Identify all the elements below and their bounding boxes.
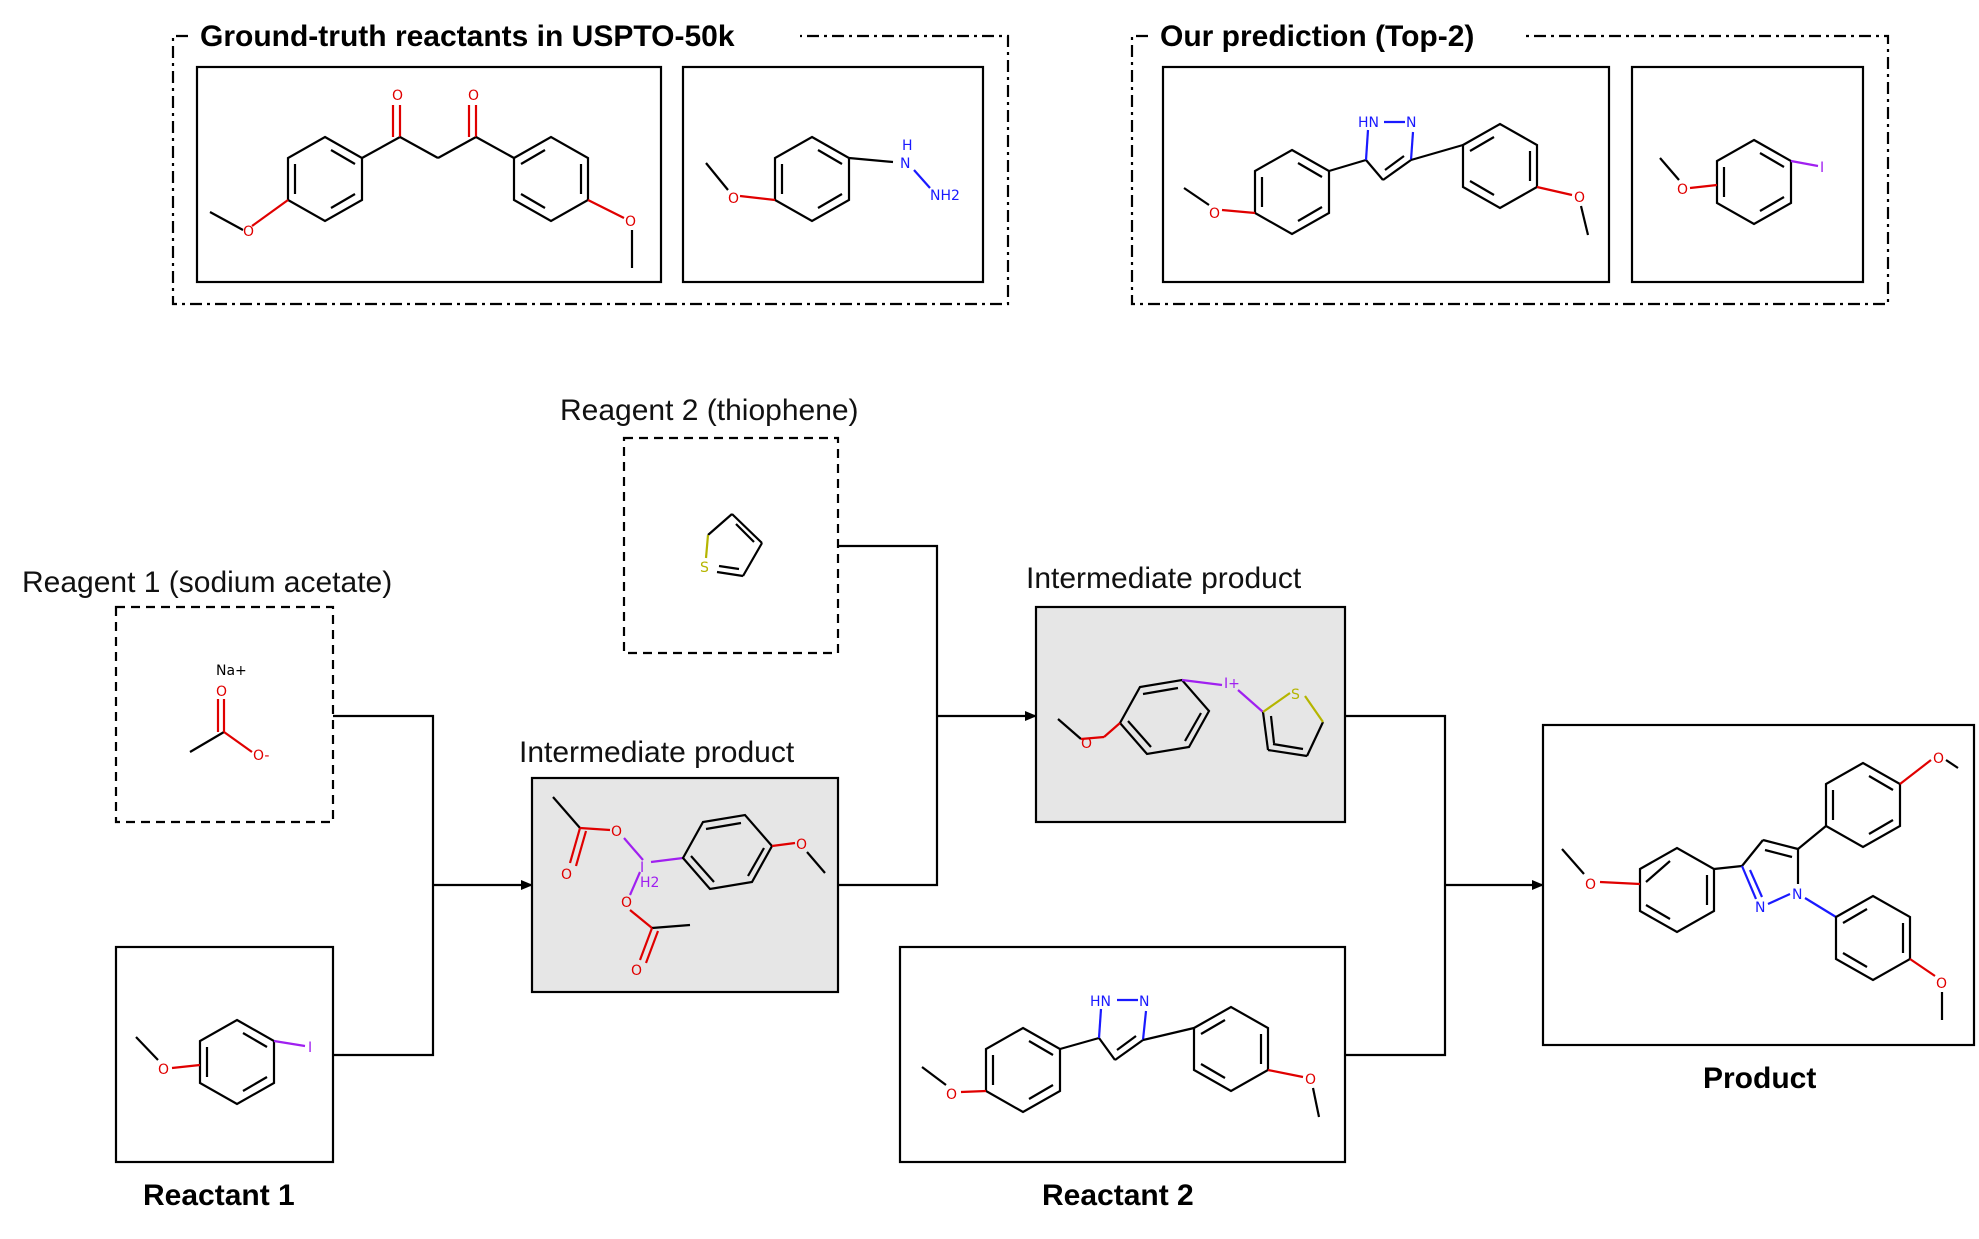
prediction-group: Our prediction (Top-2) O HN N: [1130, 20, 1890, 306]
product-triaryl-pyrazole-molecule: O N N O O: [1541, 723, 1976, 1047]
nitrogen-label: N: [900, 156, 910, 172]
oxygen-label: O: [158, 1062, 169, 1078]
oxygen-label: O: [796, 837, 807, 853]
iodine-label: I: [640, 860, 644, 876]
iodine-label: I: [308, 1040, 312, 1056]
connector-step3: [1345, 714, 1544, 1057]
sodium-label: Na+: [216, 663, 247, 679]
oxygen-label: O: [1585, 877, 1596, 893]
reagent1-sodium-acetate: Na+ O O-: [114, 605, 335, 824]
gt-hydrazine-molecule: O H N NH2: [681, 65, 985, 284]
oxygen-label: O: [1677, 182, 1688, 198]
nitrogen-label: N: [1755, 900, 1765, 916]
product-label: Product: [1703, 1062, 1816, 1095]
intermediate1-label: Intermediate product: [519, 736, 795, 769]
oxygen-label: O: [728, 191, 739, 207]
sulfur-label: S: [700, 560, 709, 576]
reactant1-label: Reactant 1: [143, 1179, 295, 1212]
intermediate2-label: Intermediate product: [1026, 562, 1302, 595]
sulfur-label: S: [1291, 687, 1300, 703]
connector-step1: [333, 714, 533, 1057]
ground-truth-title: Ground-truth reactants in USPTO-50k: [200, 20, 735, 53]
reactant2-pyrazole-molecule: O HN N O: [898, 945, 1347, 1164]
reagent1-label: Reagent 1 (sodium acetate): [22, 566, 392, 599]
oxygen-label: O: [1574, 190, 1585, 206]
prediction-title: Our prediction (Top-2): [1160, 20, 1474, 53]
pred-pyrazole-molecule: O HN N O: [1161, 65, 1611, 284]
intermediate1-diacetoxyiodo-molecule: O O I H2 O O O: [530, 776, 840, 994]
oxygen-label: O: [1305, 1072, 1316, 1088]
reagent2-label: Reagent 2 (thiophene): [560, 394, 859, 427]
ground-truth-group: Ground-truth reactants in USPTO-50k O O …: [171, 20, 1010, 306]
oxygen-label: O: [561, 867, 572, 883]
oxygen-label: O: [1081, 736, 1092, 752]
oxygen-label: O: [216, 684, 227, 700]
h2-label: H2: [640, 875, 659, 891]
intermediate2-iodonium-molecule: O I+ S: [1034, 605, 1347, 824]
oxygen-label: O: [1933, 751, 1944, 767]
reagent2-thiophene: S: [622, 436, 840, 655]
reactant2-label: Reactant 2: [1042, 1179, 1194, 1212]
reactant1-iodoanisole: O I: [114, 945, 335, 1164]
oxygen-label: O: [625, 214, 636, 230]
connector-step2: [838, 544, 1037, 887]
oxygen-label: O: [631, 963, 642, 979]
gt-diketone-molecule: O O O O: [195, 65, 663, 284]
iodonium-label: I+: [1224, 676, 1240, 692]
oxygen-label: O: [611, 824, 622, 840]
nitrogen-label: N: [1792, 887, 1802, 903]
oxygen-label: O: [243, 224, 254, 240]
pred-iodoanisole-molecule: O I: [1630, 65, 1865, 284]
iodine-label: I: [1820, 160, 1824, 176]
hydrogen-label: H: [902, 138, 913, 154]
oxygen-label: O: [1209, 206, 1220, 222]
nh-label: HN: [1358, 115, 1379, 131]
nh-label: HN: [1090, 994, 1111, 1010]
oxide-label: O-: [253, 748, 269, 764]
oxygen-label: O: [946, 1087, 957, 1103]
oxygen-label: O: [621, 895, 632, 911]
nitrogen-label: N: [1406, 115, 1416, 131]
nitrogen-label: N: [1139, 994, 1149, 1010]
amine-label: NH2: [930, 188, 960, 204]
oxygen-label: O: [392, 88, 403, 104]
oxygen-label: O: [468, 88, 479, 104]
oxygen-label: O: [1936, 976, 1947, 992]
